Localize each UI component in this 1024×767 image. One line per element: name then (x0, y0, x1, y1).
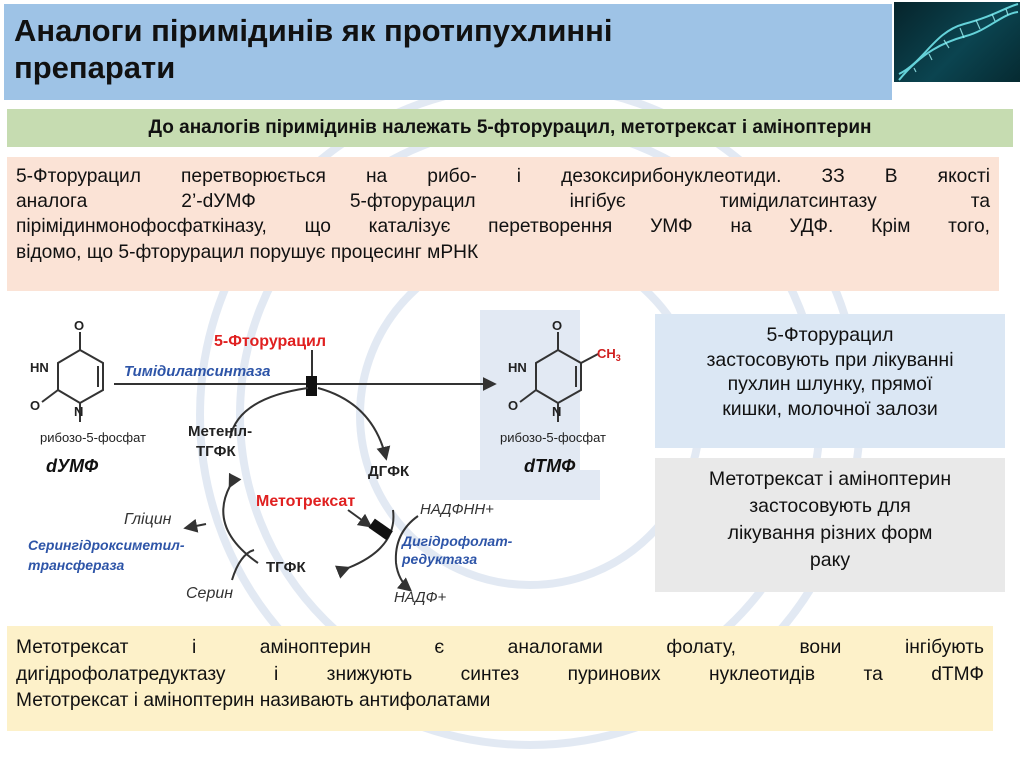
dump-o-left: O (30, 398, 40, 413)
subtitle-banner: До аналогів піримідинів належать 5-фтору… (7, 109, 1013, 147)
dtmp-hn: HN (508, 360, 527, 375)
fluorouracil-inhibitor-label: 5-Фторурацил (214, 333, 326, 350)
dump-molecule (42, 332, 103, 422)
box-blue-line: пухлин шлунку, прямої (655, 372, 1005, 397)
dump-o-top: O (74, 318, 84, 333)
dhfk-label: ДГФК (368, 463, 410, 480)
thymidylate-synthase-label: Тимідилатсинтаза (124, 363, 271, 380)
box-blue-line: кишки, молочної залози (655, 397, 1005, 422)
description-line: відомо, що 5-фторурацил порушує процесин… (16, 240, 990, 265)
dump-name: dУМФ (46, 456, 98, 476)
dtmp-n: N (552, 404, 561, 419)
box-blue-line: застосовують при лікуванні (655, 348, 1005, 373)
box-gray-line: раку (655, 547, 1005, 574)
page-title: Аналоги піримідинів як протипухлинні пре… (14, 12, 874, 86)
dtmp-o-top: O (552, 318, 562, 333)
description-line: 5-Фторурацил перетворюється на рибо- і д… (16, 164, 990, 189)
dtmp-o-left: O (508, 398, 518, 413)
nadp-label: НАДФ+ (394, 589, 446, 606)
dhfr-label: Дигідрофолат- редуктаза (401, 533, 516, 567)
dump-hn: HN (30, 360, 49, 375)
description-line: пірімідинмонофосфаткіназу, що каталізує … (16, 214, 990, 239)
nadph-label: НАДФНН+ (420, 501, 494, 518)
summary-line: Метотрексат і аміноптерин називають анти… (16, 688, 984, 715)
inhibition-block-top (306, 376, 317, 396)
title-line-1: Аналоги піримідинів як протипухлинні (14, 13, 612, 48)
description-line: аналога 2’-dУМФ 5-фторурацил інгібує тим… (16, 189, 990, 214)
methotrexate-inhibitor-label: Метотрексат (256, 493, 355, 510)
description-box: 5-Фторурацил перетворюється на рибо- і д… (7, 157, 999, 291)
box-gray-line: застосовують для (655, 493, 1005, 520)
glycine-arrow (186, 524, 206, 528)
serine-label: Серин (186, 585, 233, 602)
glycine-label: Гліцин (124, 511, 172, 528)
dump-substituent: рибозо-5-фосфат (40, 430, 146, 445)
methenyl-thfk-label: Метеніл- ТГФК (188, 423, 256, 460)
dna-image (894, 2, 1020, 82)
title-bar: Аналоги піримідинів як протипухлинні пре… (4, 4, 892, 100)
summary-line: Метотрексат і аміноптерин є аналогами фо… (16, 635, 984, 662)
summary-line: дигідрофолатредуктазу і знижують синтез … (16, 662, 984, 689)
thfk-label: ТГФК (266, 559, 306, 576)
serine-arrow (232, 550, 254, 580)
title-line-2: препарати (14, 50, 175, 85)
box-blue-line: 5-Фторурацил (655, 323, 1005, 348)
methotrexate-arrow (348, 510, 370, 526)
box-gray-line: Метотрексат і аміноптерин (655, 466, 1005, 493)
arc-to-dhfk (318, 388, 386, 458)
box-gray-line: лікування різних форм (655, 520, 1005, 547)
dtmp-name: dТМФ (524, 456, 575, 476)
dna-helix-icon (894, 2, 1020, 82)
antifolate-summary-box: Метотрексат і аміноптерин є аналогами фо… (7, 626, 993, 731)
methotrexate-usage-box: Метотрексат і аміноптерин застосовують д… (655, 458, 1005, 592)
folate-cycle-diagram: O HN N O рибозо-5-фосфат dУМФ O HN N O C… (18, 318, 638, 620)
dtmp-methyl: CH3 (597, 346, 621, 363)
fluorouracil-usage-box: 5-Фторурацил застосовують при лікуванні … (655, 314, 1005, 448)
dtmp-substituent: рибозо-5-фосфат (500, 430, 606, 445)
dump-n: N (74, 404, 83, 419)
shmt-label: Серингідроксиметил- трансфераза (28, 537, 188, 573)
